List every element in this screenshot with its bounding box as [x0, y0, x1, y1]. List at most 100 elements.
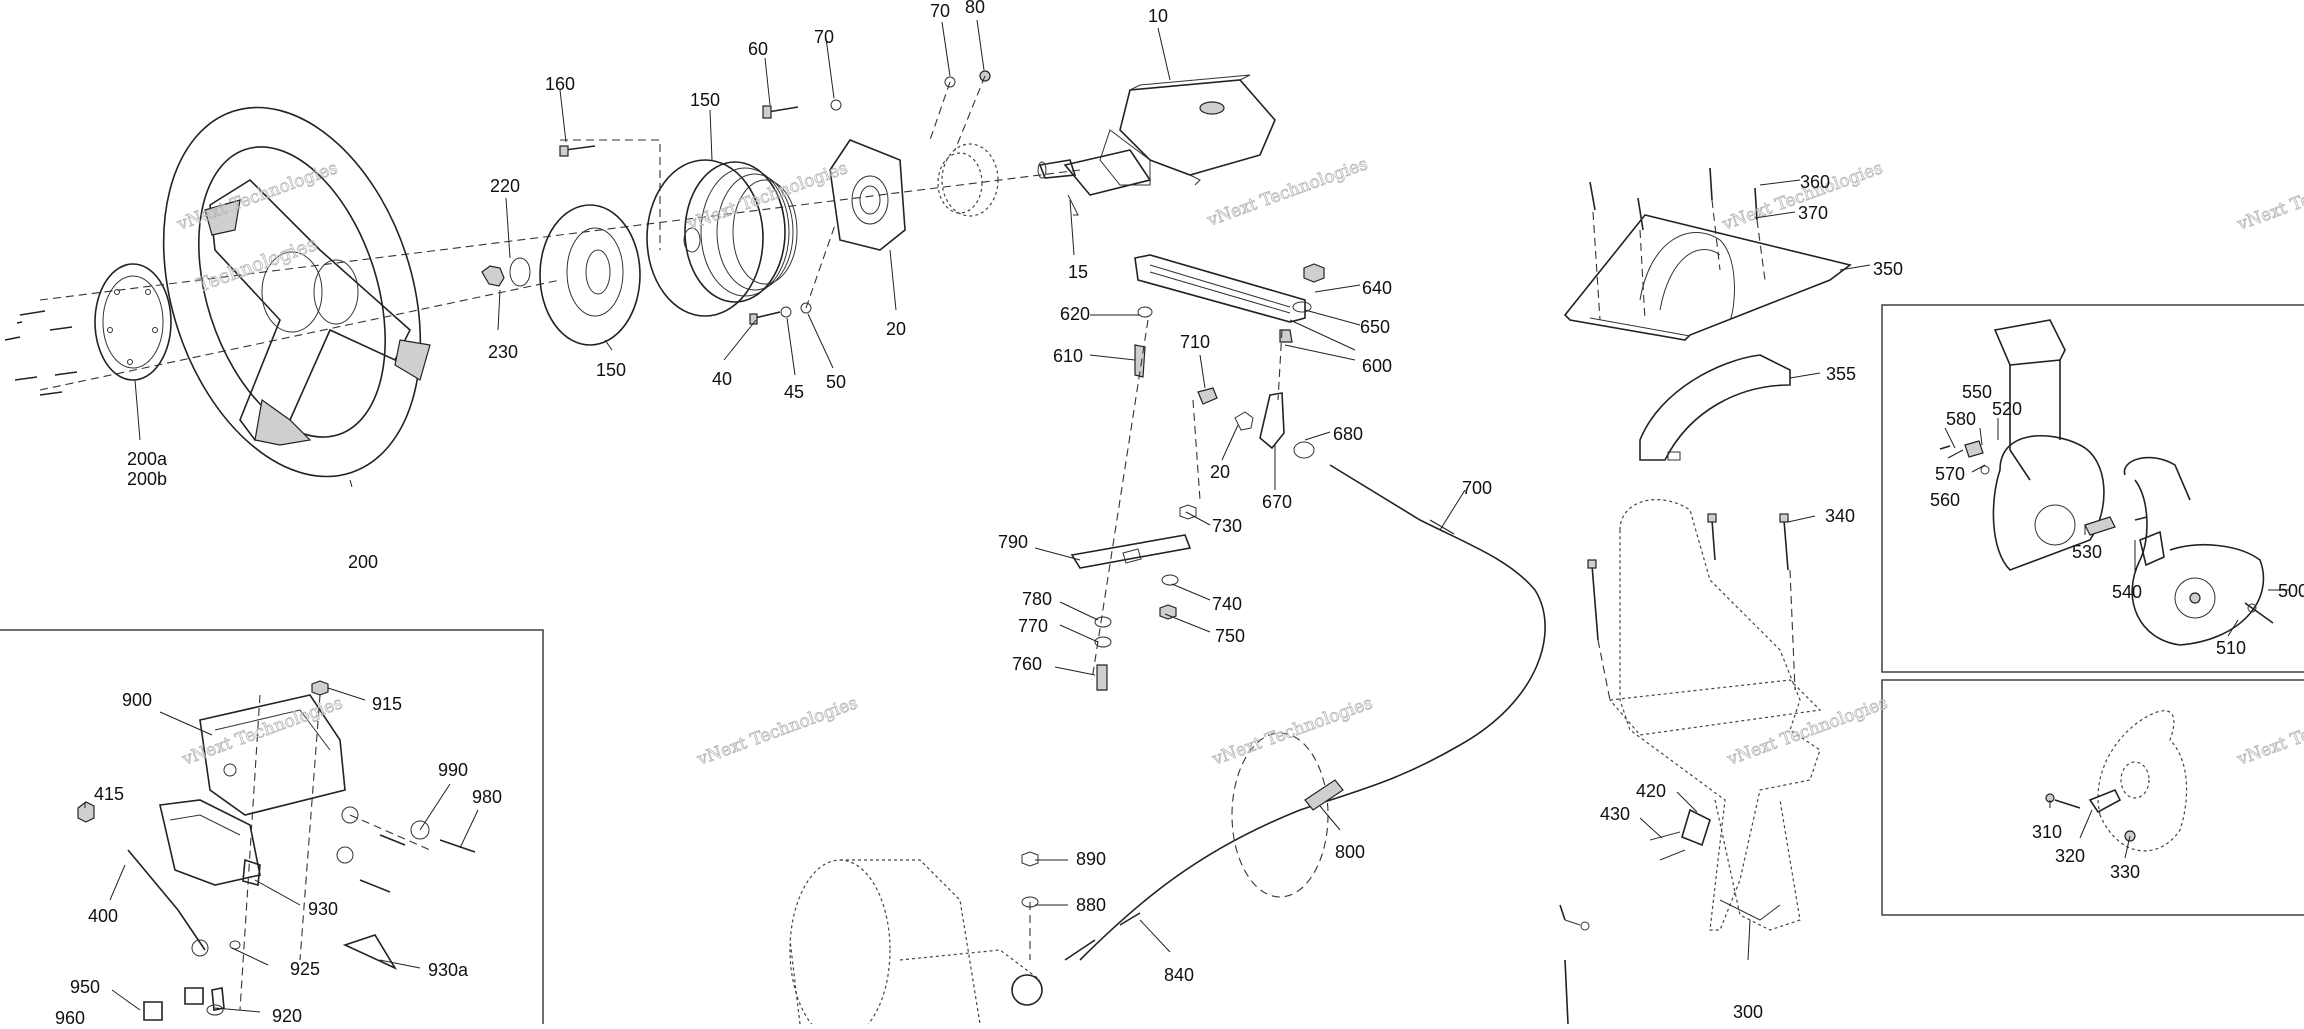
- steering-wheel: [162, 106, 431, 478]
- callout-15: 15: [1068, 262, 1088, 282]
- callout-880: 880: [1076, 895, 1106, 915]
- helm-unit-10: [1037, 74, 1276, 196]
- jet-nozzle-ghost: [789, 859, 1043, 1029]
- callout-labels: 10 15 20 20 40 45 50 60 70 70 80 150 150…: [55, 0, 2304, 1028]
- svg-text:Technologies: Technologies: [194, 233, 320, 297]
- callout-20-bracket: 20: [886, 319, 906, 339]
- callout-930a: 930a: [428, 960, 469, 980]
- callout-800: 800: [1335, 842, 1365, 862]
- callout-550: 550: [1962, 382, 1992, 402]
- leader-lines: [84, 19, 2290, 1013]
- callout-220: 220: [490, 176, 520, 196]
- mount-bracket-20: [829, 139, 906, 251]
- callout-640: 640: [1362, 278, 1392, 298]
- screw-40-washers: [749, 224, 836, 325]
- callout-780: 780: [1022, 589, 1052, 609]
- callout-900: 900: [122, 690, 152, 710]
- screws-915-920: [206, 680, 329, 1016]
- callout-50: 50: [826, 372, 846, 392]
- callout-40: 40: [712, 369, 732, 389]
- callout-60: 60: [748, 39, 768, 59]
- callout-840: 840: [1164, 965, 1194, 985]
- adapter-hub-150: [539, 204, 641, 346]
- callout-350: 350: [1873, 259, 1903, 279]
- axis-link-2: [1277, 329, 1283, 401]
- callout-980: 980: [472, 787, 502, 807]
- callout-320: 320: [2055, 846, 2085, 866]
- nut-230: [481, 257, 531, 287]
- callout-340: 340: [1825, 506, 1855, 526]
- assembly-axis-bolt-160: [560, 139, 661, 250]
- wire-harness-ghost: [1559, 904, 1590, 1025]
- assembly-axis-upper: [39, 169, 1081, 301]
- screws-360-370: [1589, 167, 1766, 321]
- axis-link: [1192, 399, 1201, 501]
- callout-330: 330: [2110, 862, 2140, 882]
- callout-500: 500: [2278, 581, 2304, 601]
- svg-text:vNext Technologies: vNext Technologies: [2234, 693, 2304, 770]
- callout-200a: 200a: [127, 449, 168, 469]
- inset-frame-shift-lever: [1881, 304, 2304, 673]
- callout-80: 80: [965, 0, 985, 17]
- bolt-160: [559, 145, 596, 157]
- callout-730: 730: [1212, 516, 1242, 536]
- svg-text:vNext Technologies: vNext Technologies: [1719, 158, 1885, 235]
- assembly-axis-lower: [39, 279, 561, 391]
- caps-950-960: [143, 987, 204, 1021]
- callout-670: 670: [1262, 492, 1292, 512]
- callout-740: 740: [1212, 594, 1242, 614]
- callout-600: 600: [1362, 356, 1392, 376]
- callout-790: 790: [998, 532, 1028, 552]
- shift-plate-assembly: [2045, 710, 2188, 852]
- callout-355: 355: [1826, 364, 1856, 384]
- cable-end-840: [1064, 939, 1096, 961]
- screws-200-group: [4, 310, 78, 396]
- callout-20-link: 20: [1210, 462, 1230, 482]
- callout-230: 230: [488, 342, 518, 362]
- callout-680: 680: [1333, 424, 1363, 444]
- svg-text:vNext Technologies: vNext Technologies: [174, 158, 340, 235]
- callout-360: 360: [1800, 172, 1830, 192]
- callout-530: 530: [2072, 542, 2102, 562]
- callout-415: 415: [94, 784, 124, 804]
- callout-960: 960: [55, 1008, 85, 1024]
- callout-770: 770: [1018, 616, 1048, 636]
- pedal-arm-790: [1070, 534, 1192, 569]
- callout-400: 400: [88, 906, 118, 926]
- callout-430: 430: [1600, 804, 1630, 824]
- bolts-60-70-80: [762, 70, 991, 151]
- horn-spacer-150: [646, 159, 798, 317]
- callout-420: 420: [1636, 781, 1666, 801]
- callout-560: 560: [1930, 490, 1960, 510]
- callout-650: 650: [1360, 317, 1390, 337]
- callout-200b: 200b: [127, 469, 167, 489]
- callout-70b: 70: [930, 1, 950, 21]
- inset-frame-throttle-sensor: [0, 629, 544, 1029]
- callout-620: 620: [1060, 304, 1090, 324]
- cable-400: [127, 849, 209, 957]
- plug-415: [77, 801, 95, 823]
- callout-540: 540: [2112, 582, 2142, 602]
- nuts-880-890: [1021, 851, 1039, 960]
- callout-920: 920: [272, 1006, 302, 1024]
- callout-760: 760: [1012, 654, 1042, 674]
- engine-cover-350: [1563, 214, 1852, 341]
- callout-750: 750: [1215, 626, 1245, 646]
- fastener-group-600: [1134, 263, 1325, 378]
- callout-700: 700: [1462, 478, 1492, 498]
- clip-15: [1067, 194, 1079, 216]
- link-710-670-680: [1197, 387, 1315, 459]
- callout-890: 890: [1076, 849, 1106, 869]
- callout-160: 160: [545, 74, 575, 94]
- inset-frame-shift-plate: [1881, 679, 2304, 916]
- svg-text:vNext Technologies: vNext Technologies: [1204, 154, 1370, 231]
- callout-300: 300: [1733, 1002, 1763, 1022]
- svg-text:vNext Technologies: vNext Technologies: [1209, 693, 1375, 770]
- callout-925: 925: [290, 959, 320, 979]
- callout-150-bottom: 150: [596, 360, 626, 380]
- throttle-sensor-bracket-900: [199, 694, 346, 816]
- callout-200: 200: [348, 552, 378, 572]
- sensor-body-930: [159, 799, 261, 887]
